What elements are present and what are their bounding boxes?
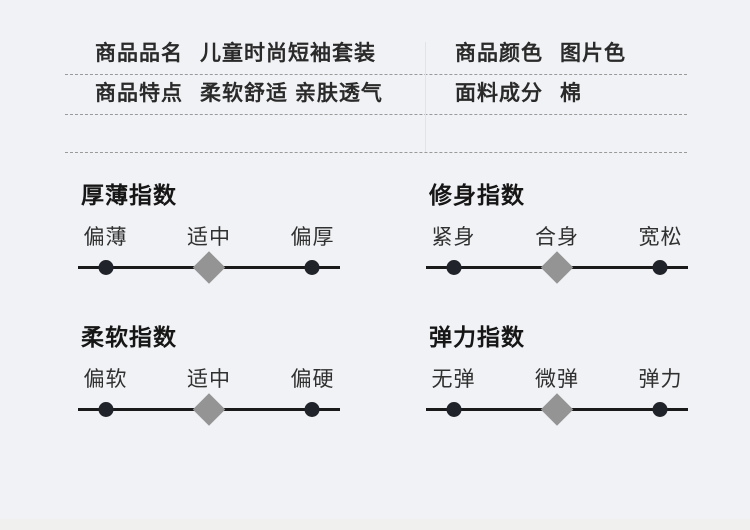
selected-marker [540,393,574,426]
dashed-divider-3 [65,152,687,153]
scale-dot-left [98,402,113,417]
info-value-fabric: 棉 [560,82,582,105]
info-value-product-features: 柔软舒适 亲肤透气 [200,82,383,105]
index-section-softness: 柔软指数 偏软 适中 偏硬 [78,325,340,437]
scale-label-left: 紧身 [431,226,476,249]
info-label-product-color: 商品颜色 [455,42,543,65]
scale-label-left: 偏软 [83,368,128,391]
column-divider [425,42,426,152]
info-label-fabric: 面料成分 [455,82,543,105]
index-section-fit: 修身指数 紧身 合身 宽松 [426,183,688,295]
scale-dot-left [446,402,461,417]
scale-dot-right [652,260,668,275]
index-section-elasticity: 弹力指数 无弹 微弹 弹力 [426,325,688,437]
scale-label-mid: 适中 [187,368,231,391]
scale-label-right: 偏硬 [290,368,335,391]
selected-marker [540,251,574,284]
scale-label-mid: 适中 [187,226,231,249]
scale-label-mid: 微弹 [535,368,579,391]
scale-dot-right [304,260,320,275]
section-title: 修身指数 [429,182,525,208]
bottom-edge-strip [0,519,750,530]
scale-dot-left [446,260,461,275]
scale-dot-right [304,402,320,417]
scale-label-right: 偏厚 [290,226,335,249]
scale-dot-left [98,260,113,275]
dashed-divider-2 [65,114,687,115]
section-title: 柔软指数 [81,324,177,350]
index-section-thickness: 厚薄指数 偏薄 适中 偏厚 [78,183,340,295]
dashed-divider-1 [65,74,687,75]
scale-label-right: 弹力 [638,368,683,391]
scale-label-left: 无弹 [431,368,476,391]
section-title: 弹力指数 [429,324,525,350]
selected-marker [192,251,226,284]
scale-label-left: 偏薄 [83,226,128,249]
info-value-product-color: 图片色 [560,42,626,65]
info-label-product-name: 商品品名 [95,42,183,65]
scale-label-mid: 合身 [535,226,579,249]
info-label-product-features: 商品特点 [95,82,183,105]
info-value-product-name: 儿童时尚短袖套装 [200,42,376,65]
selected-marker [192,393,226,426]
scale-dot-right [652,402,668,417]
scale-label-right: 宽松 [638,226,683,249]
section-title: 厚薄指数 [81,182,177,208]
